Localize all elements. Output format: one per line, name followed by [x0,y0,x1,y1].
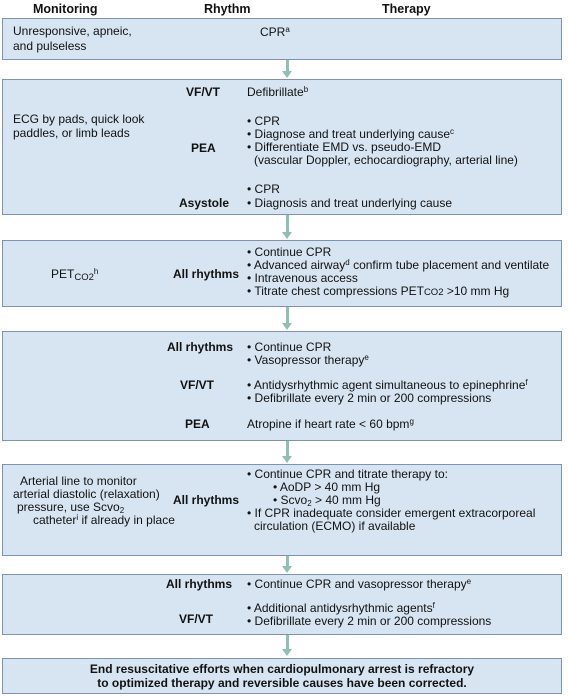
monitoring-text: ECG by pads, quick look [13,112,145,126]
therapy-item: • Intravenous access [247,271,358,285]
therapy-item: • AoDP > 40 mm Hg [273,480,381,494]
step-box-continue: All rhythms • Continue CPR and vasopress… [2,574,562,635]
therapy-item: • Defibrillate every 2 min or 200 compre… [247,391,492,405]
therapy-item: • Continue CPR [247,245,332,259]
therapy-text: CPRa [260,25,290,39]
rhythm-label-all: All rhythms [173,493,240,507]
end-text: to optimized therapy and reversible caus… [97,676,467,690]
therapy-item: • Vasopressor therapye [247,353,369,367]
flow-arrow [282,556,292,573]
monitoring-text: catheteri if already in place [33,513,175,527]
header-therapy: Therapy [382,2,431,16]
flow-arrow [282,307,292,330]
therapy-item: • Continue CPR and vasopressor therapye [247,577,472,591]
therapy-item: • Titrate chest compressions PETCO2 >10 … [247,284,510,299]
therapy-item: • Antidysrhythmic agent simultaneous to … [247,378,528,392]
monitoring-text: arterial diastolic (relaxation) [13,487,160,501]
rhythm-label-all: All rhythms [167,340,234,354]
monitoring-text: pressure, use Scvo2 [17,500,125,515]
therapy-item: • Diagnose and treat underlying causec [247,127,454,141]
flow-arrow [282,635,292,656]
therapy-item: • Diagnosis and treat underlying cause [247,196,452,210]
rhythm-label-all: All rhythms [166,577,233,591]
therapy-item: circulation (ECMO) if available [254,519,416,533]
rhythm-label-vfvt: VF/VT [180,378,215,392]
rhythm-label-asystole: Asystole [179,196,230,210]
step-box-titrate: Arterial line to monitor arterial diasto… [2,464,562,556]
monitoring-text: PETCO2h [51,267,99,283]
monitoring-text: and pulseless [13,39,87,53]
step-box-ecg: ECG by pads, quick look paddles, or limb… [2,79,562,215]
flow-arrow [282,441,292,463]
step-box-initial: Unresponsive, apneic, and pulseless CPRa [2,18,562,60]
therapy-item: • Advanced airwayd confirm tube placemen… [247,258,550,272]
therapy-item: • Additional antidysrhythmic agentsf [247,601,435,615]
therapy-item: • Scvo2 > 40 mm Hg [273,493,381,508]
therapy-item: • CPR [247,182,280,196]
therapy-item: • CPR [247,114,280,128]
rhythm-label-all: All rhythms [173,267,240,281]
therapy-item: • Differentiate EMD vs. pseudo-EMD [247,140,442,154]
therapy-item: • Defibrillate every 2 min or 200 compre… [247,614,492,628]
therapy-text: Atropine if heart rate < 60 bpmg [247,417,414,431]
rhythm-label-vfvt: VF/VT [186,85,221,99]
step-box-end: End resuscitative efforts when cardiopul… [2,658,562,694]
header-rhythm: Rhythm [204,2,251,16]
step-box-petco2: PETCO2h All rhythms • Continue CPR • Adv… [2,240,562,307]
rhythm-label-vfvt: VF/VT [179,612,214,626]
therapy-text: Defibrillateb [247,85,309,99]
therapy-item: • If CPR inadequate consider emergent ex… [247,506,536,520]
rhythm-label-pea: PEA [191,141,216,155]
step-box-vasopressor: All rhythms • Continue CPR • Vasopressor… [2,331,562,441]
flow-arrow [282,60,292,78]
monitoring-text: Arterial line to monitor [20,474,137,488]
header-monitoring: Monitoring [33,2,98,16]
therapy-item: • Continue CPR and titrate therapy to: [247,467,448,481]
monitoring-text: paddles, or limb leads [13,126,130,140]
therapy-item: (vascular Doppler, echocardiography, art… [254,153,518,167]
monitoring-text: Unresponsive, apneic, [13,24,132,38]
end-text: End resuscitative efforts when cardiopul… [89,662,475,676]
rhythm-label-pea: PEA [185,417,210,431]
flow-arrow [282,215,292,239]
therapy-item: • Continue CPR [247,340,332,354]
